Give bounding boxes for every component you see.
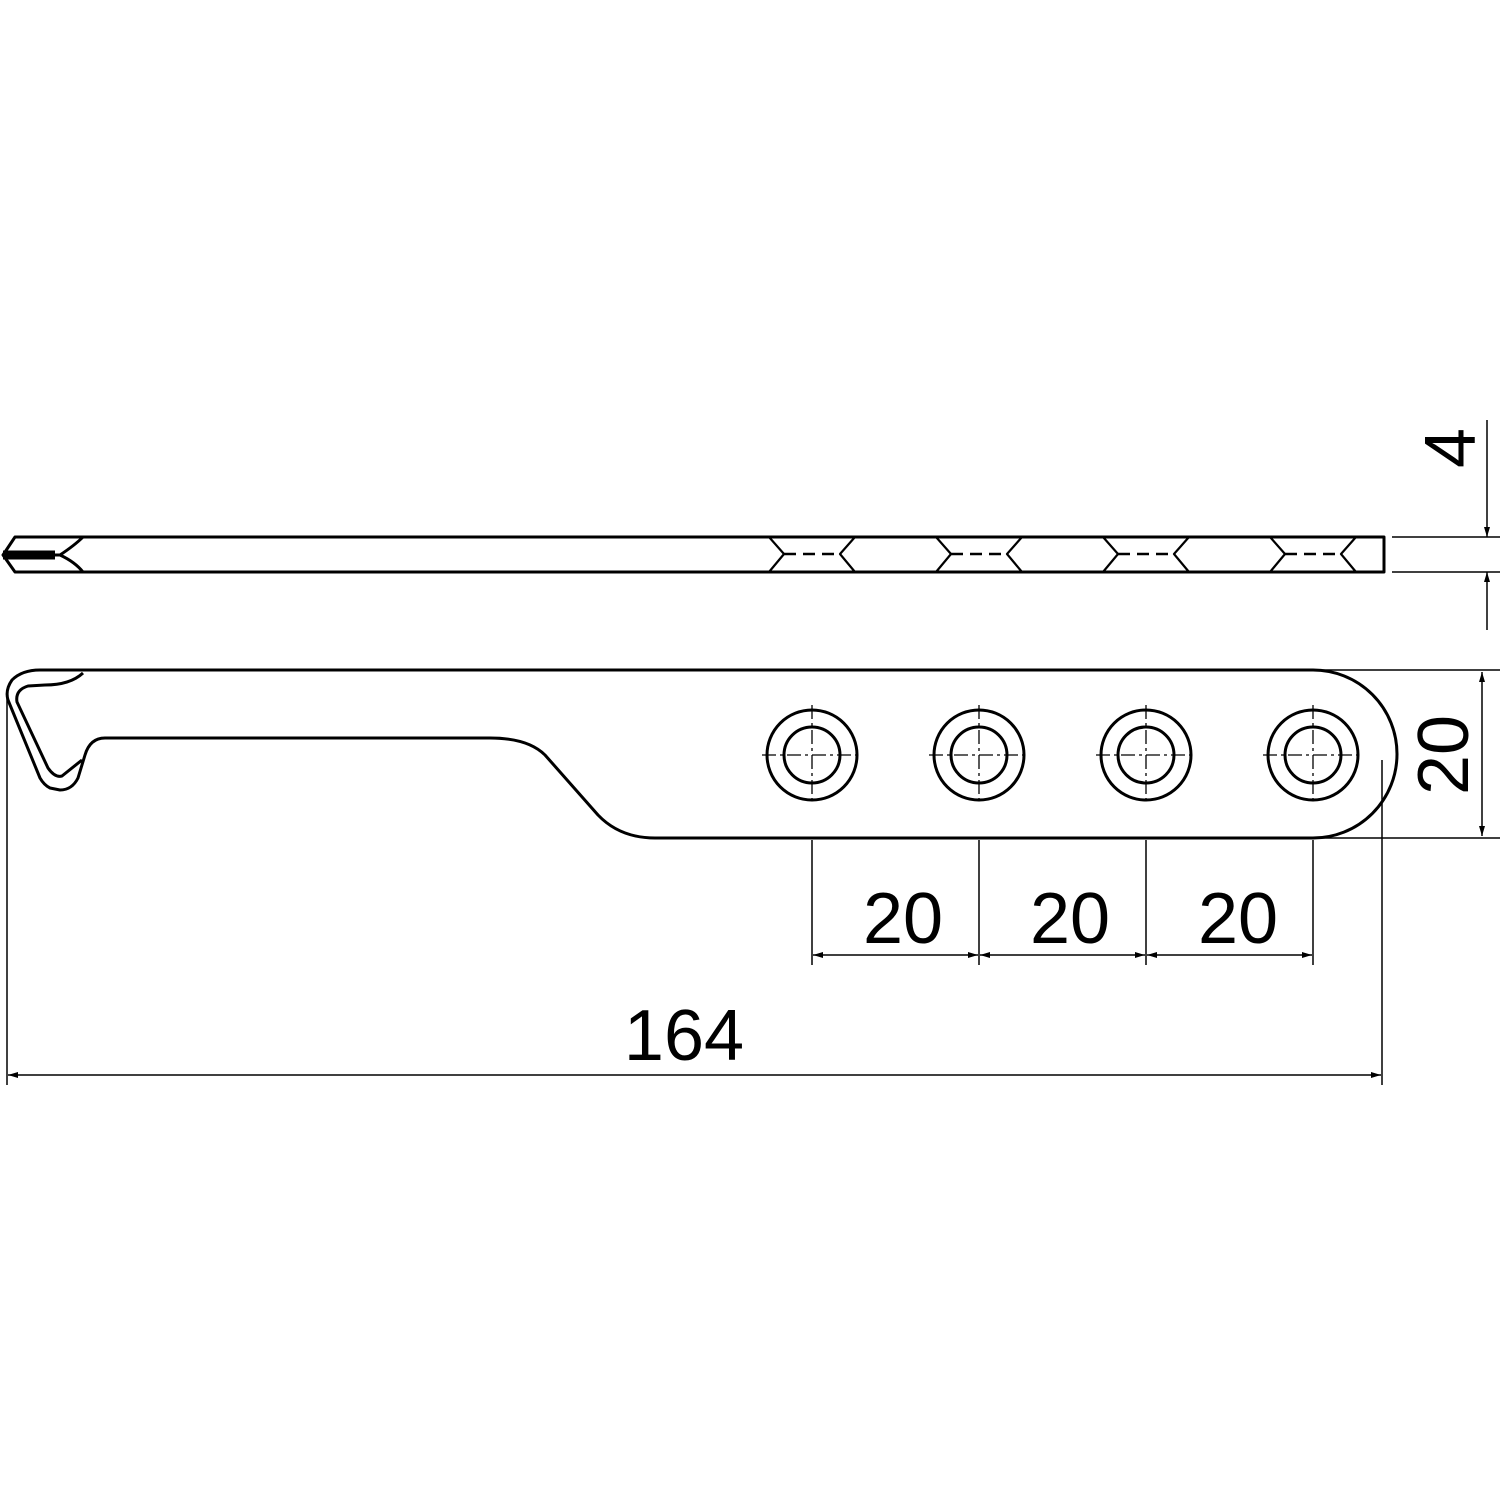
hole (1263, 705, 1363, 805)
hole-side-hidden-lines (935, 536, 1023, 573)
dim-width-label: 20 (1404, 715, 1484, 795)
dim-length-label: 164 (624, 996, 744, 1076)
dim-thickness-label: 4 (1411, 428, 1491, 468)
dim-thickness: 4 (1392, 420, 1500, 630)
dim-width: 20 (1320, 669, 1500, 839)
dim-overall-length: 164 (6, 690, 1383, 1085)
hole (762, 705, 862, 805)
side-view (1, 535, 1386, 574)
holes (762, 705, 1363, 805)
hole-side-hidden-lines (1102, 536, 1190, 573)
dim-pitch-label-2: 20 (1030, 879, 1110, 959)
hole-side-hidden-lines (1269, 536, 1357, 573)
hole (1096, 705, 1196, 805)
dim-hole-pitch: 20 20 20 (811, 840, 1314, 965)
dim-pitch-label-3: 20 (1198, 879, 1278, 959)
plan-view (5, 668, 1399, 840)
dim-pitch-label-1: 20 (863, 879, 943, 959)
hole (929, 705, 1029, 805)
hole-side-hidden-lines (768, 536, 856, 573)
